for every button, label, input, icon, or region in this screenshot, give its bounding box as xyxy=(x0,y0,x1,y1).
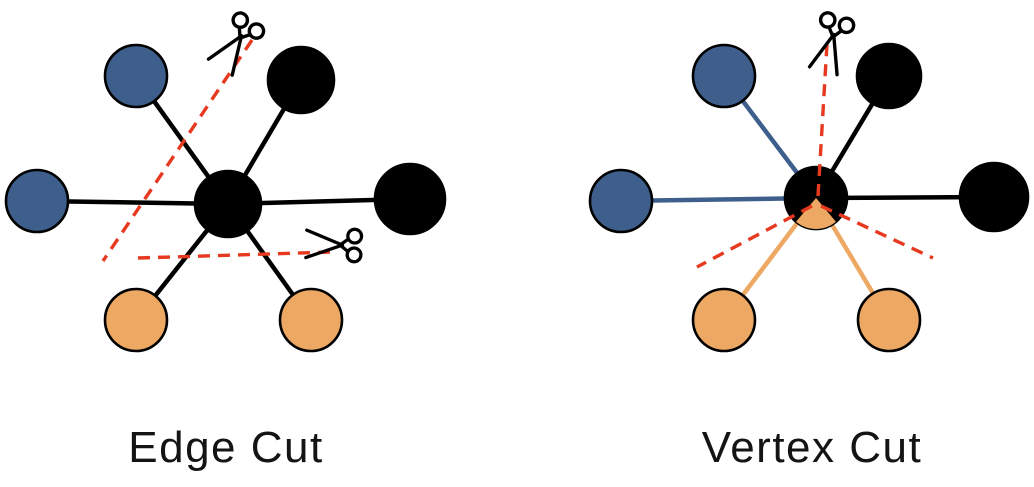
scissors-part xyxy=(247,22,266,40)
scissors-part xyxy=(837,16,856,35)
graph-vertex-black xyxy=(373,162,447,236)
graph-vertex-orange xyxy=(103,287,169,353)
edge-cut-diagram: Edge Cut xyxy=(4,11,447,472)
scissors-part xyxy=(206,34,244,61)
cut-line xyxy=(696,204,813,269)
cut-line xyxy=(820,204,934,260)
diagram-label: Edge Cut xyxy=(128,423,323,472)
graph-edge-blue xyxy=(620,195,817,204)
graph-vertex-blue xyxy=(588,168,654,234)
graph-vertex-blue xyxy=(691,43,757,109)
scissors-part xyxy=(345,246,363,264)
scissors-pivot xyxy=(339,243,344,248)
diagram-label: Vertex Cut xyxy=(702,423,922,472)
cut-line xyxy=(101,39,254,262)
scissors-pivot xyxy=(831,33,836,38)
scissors-part xyxy=(818,11,837,29)
scissors-part xyxy=(230,34,244,77)
graph-vertex-orange xyxy=(691,287,757,353)
scissors-icon xyxy=(304,227,364,264)
scissors-part xyxy=(832,32,839,77)
scissors-icon xyxy=(206,11,266,77)
center-vertex-replica-wedge xyxy=(796,198,836,229)
graph-vertex-orange xyxy=(856,287,922,353)
cut-line xyxy=(137,250,334,260)
scissors-part xyxy=(807,32,836,69)
graph-vertex-blue xyxy=(103,43,169,109)
vertex-cut-diagram: Vertex Cut xyxy=(588,11,1030,472)
graph-vertex-black xyxy=(958,161,1030,233)
graph-vertex-orange xyxy=(278,287,344,353)
scissors-part xyxy=(346,227,364,245)
scissors-part xyxy=(231,11,250,29)
graph-vertex-black xyxy=(266,45,336,115)
graph-vertex-black xyxy=(855,42,923,110)
center-vertex xyxy=(193,169,263,239)
scissors-pivot xyxy=(238,34,243,40)
cut-line xyxy=(816,43,829,197)
scissors-part xyxy=(304,243,345,260)
scissors-icon xyxy=(807,11,856,77)
scissors-part xyxy=(305,228,345,247)
graph-vertex-blue xyxy=(4,168,70,234)
